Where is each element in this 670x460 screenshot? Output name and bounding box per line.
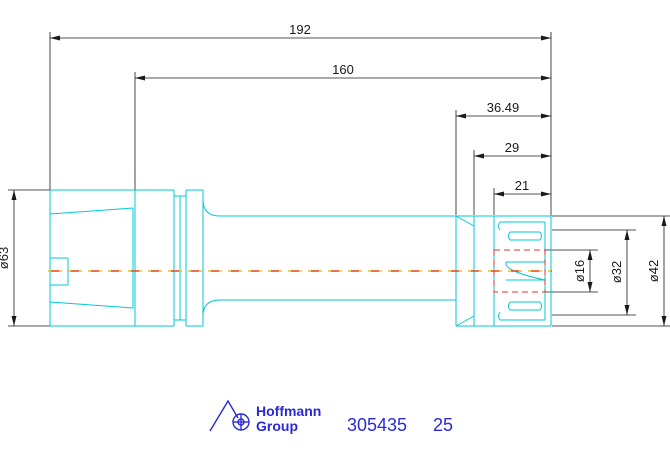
dim-nut-body-length: 29 (505, 140, 519, 155)
dim-collet-diameter: ø32 (609, 261, 624, 283)
logo-line1: Hoffmann (256, 403, 321, 419)
dim-bore-diameter: ø16 (572, 260, 587, 282)
dim-overall-length: 192 (289, 22, 311, 37)
dim-shank-length: 160 (332, 62, 354, 77)
dimension-arrows (11, 35, 667, 326)
logo-icon (209, 399, 250, 432)
dim-nut-diameter: ø42 (646, 260, 661, 282)
dim-collet-length: 21 (515, 178, 529, 193)
tool-outline (49, 189, 552, 327)
logo-line2: Group (256, 418, 298, 434)
dim-flange-diameter: ø63 (0, 247, 11, 269)
dim-nut-length: 36.49 (487, 100, 520, 115)
article-size: 25 (433, 415, 453, 435)
article-number: 305435 (347, 415, 407, 435)
hoffmann-logo: Hoffmann Group (209, 399, 321, 434)
